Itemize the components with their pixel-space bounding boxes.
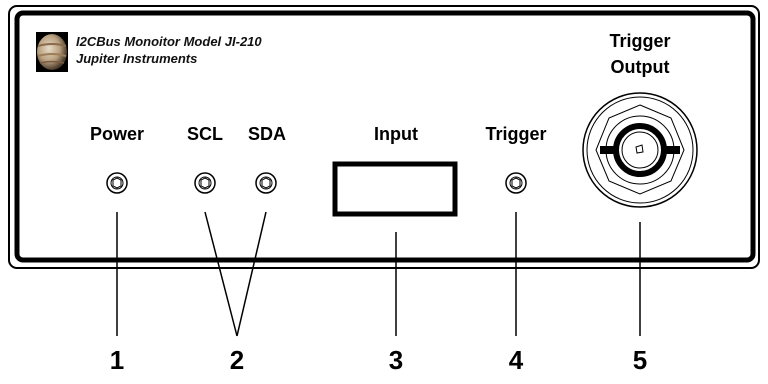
manufacturer-name: Jupiter Instruments (76, 51, 198, 66)
scl-led-icon (194, 172, 216, 194)
scl-label: SCL (187, 124, 223, 144)
trigger-led-icon (505, 172, 527, 194)
trigger-output-line1: Trigger (609, 31, 671, 51)
power-label: Power (89, 124, 145, 144)
callout-line-2b (236, 211, 267, 337)
trigger-output-label: Trigger Output (580, 28, 700, 80)
input-label: Input (374, 124, 418, 144)
callout-line-2a (204, 211, 238, 337)
panel-inner-border (14, 10, 756, 263)
trigger-output-line2: Output (610, 57, 670, 77)
sda-label: SDA (247, 124, 287, 144)
callout-number-4: 4 (508, 345, 524, 375)
callout-number-3: 3 (388, 345, 404, 375)
jupiter-planet-icon (36, 32, 68, 72)
callout-number-5: 5 (632, 345, 648, 375)
trigger-label: Trigger (485, 124, 547, 144)
panel-outer-border (8, 5, 760, 269)
bnc-connector-icon (582, 92, 698, 208)
callout-number-1: 1 (109, 345, 125, 375)
device-title: I2CBus Monoitor Model JI-210 (76, 34, 262, 49)
sda-led-icon (255, 172, 277, 194)
callout-number-2: 2 (229, 345, 245, 375)
input-port-icon (332, 161, 458, 217)
power-led-icon (106, 172, 128, 194)
